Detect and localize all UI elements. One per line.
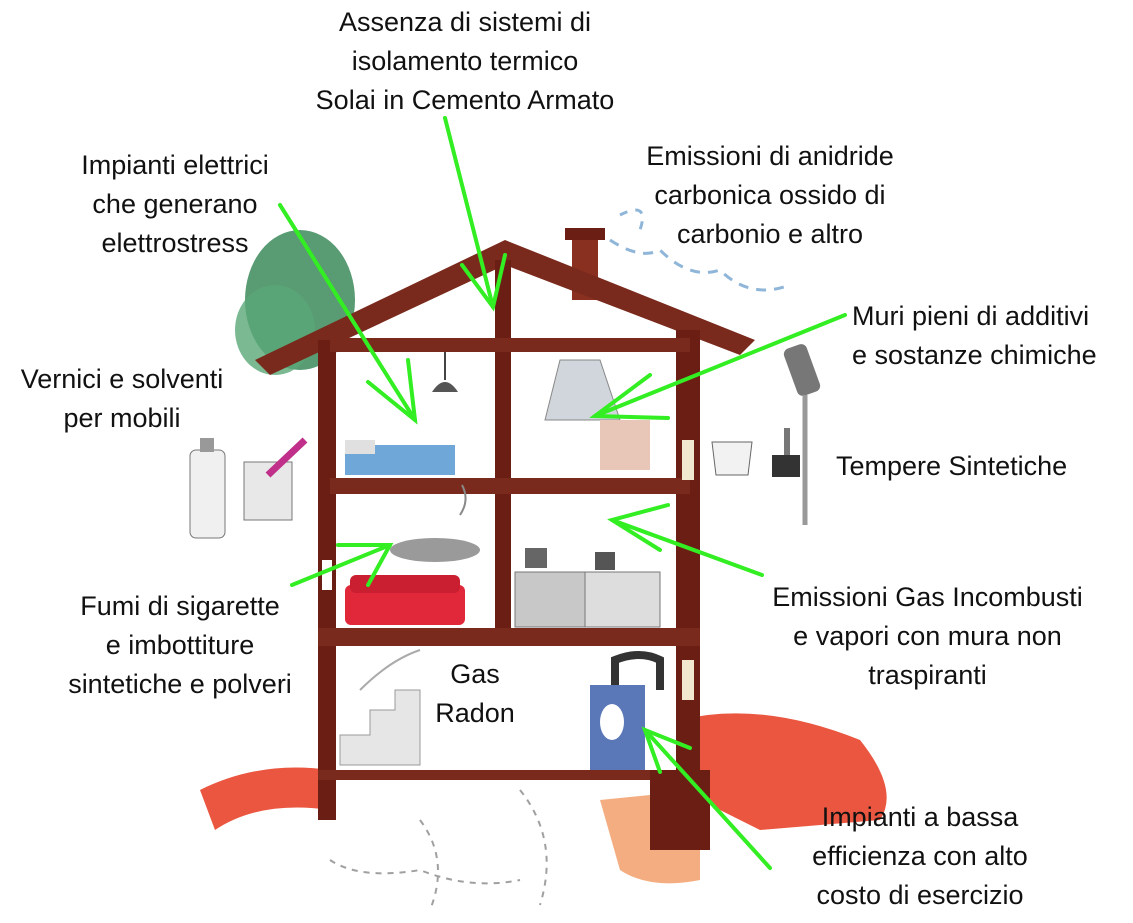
arrow-isolamento bbox=[443, 116, 507, 312]
stove-icon bbox=[514, 548, 661, 628]
label-tempere: Tempere Sintetiche bbox=[836, 451, 1068, 481]
arrow-impianti-bassa bbox=[641, 726, 772, 870]
paint-bucket-icon bbox=[711, 441, 753, 476]
stairs-icon bbox=[339, 649, 421, 766]
arrows bbox=[278, 116, 847, 870]
label-isolamento: Assenza di sistemi di isolamento termico… bbox=[315, 7, 615, 115]
label-impianti-elettrici: Impianti elettrici che generano elettros… bbox=[81, 150, 269, 258]
label-gas-radon: Gas Radon bbox=[435, 659, 515, 728]
arrow-emissioni-gas bbox=[607, 503, 764, 577]
label-muri: Muri pieni di additivi e sostanze chimic… bbox=[852, 301, 1097, 370]
soil bbox=[200, 713, 887, 911]
arrow-muri bbox=[589, 313, 847, 420]
arrow-fumi bbox=[290, 543, 394, 587]
range-hood-icon bbox=[544, 359, 650, 470]
label-emissioni-co2: Emissioni di anidride carbonica ossido d… bbox=[646, 141, 894, 249]
label-vernici: Vernici e solventi per mobili bbox=[20, 364, 224, 433]
paint-can-icon bbox=[243, 437, 308, 521]
house-cross-section-illustration bbox=[255, 240, 755, 850]
table-icon bbox=[390, 484, 480, 562]
lamp-icon bbox=[432, 352, 458, 392]
brush-icon bbox=[772, 428, 800, 477]
arrow-impianti-elettrici bbox=[278, 203, 418, 425]
label-fumi: Fumi di sigarette e imbottiture sintetic… bbox=[68, 591, 292, 699]
spray-can-icon bbox=[189, 438, 226, 539]
boiler-icon bbox=[590, 651, 664, 770]
sofa-icon bbox=[345, 575, 465, 625]
bed-icon bbox=[345, 440, 455, 475]
label-emissioni-gas: Emissioni Gas Incombusti e vapori con mu… bbox=[772, 582, 1083, 690]
label-impianti-bassa: Impianti a bassa efficienza con alto cos… bbox=[812, 802, 1028, 910]
paint-roller-icon bbox=[783, 344, 821, 525]
